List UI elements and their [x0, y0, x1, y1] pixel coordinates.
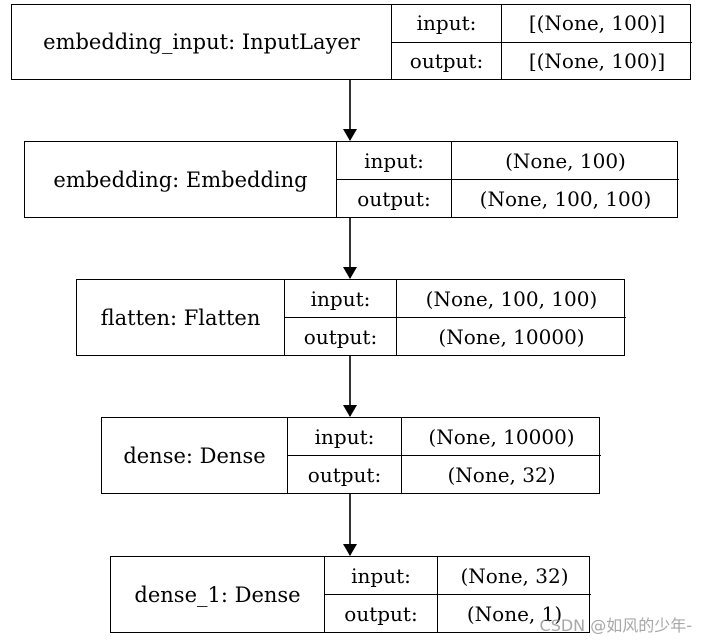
input-value: (None, 32): [438, 557, 591, 595]
output-label: output:: [288, 456, 402, 493]
input-value: [(None, 100)]: [502, 5, 692, 43]
node-dense: dense: Dense input: (None, 10000) output…: [101, 417, 601, 494]
node-flatten: flatten: Flatten input: (None, 100, 100)…: [76, 279, 626, 356]
output-label: output:: [337, 180, 452, 217]
input-value: (None, 100): [452, 142, 679, 180]
input-value: (None, 10000): [402, 418, 601, 456]
node-dense-1: dense_1: Dense input: (None, 32) output:…: [110, 556, 591, 633]
input-label: input:: [288, 418, 402, 456]
output-value: (None, 10000): [438, 324, 585, 349]
node-embedding-input: embedding_input: InputLayer input: [(Non…: [11, 4, 692, 80]
output-value: (None, 100, 100): [479, 186, 652, 211]
node-name: embedding_input: InputLayer: [12, 5, 392, 79]
node-name: embedding: Embedding: [25, 142, 337, 217]
node-name: dense: Dense: [102, 418, 288, 493]
input-value: (None, 100, 100): [397, 280, 626, 318]
input-label: input:: [325, 557, 438, 595]
input-label: input:: [392, 5, 502, 43]
output-value: (None, 32): [447, 462, 556, 487]
output-value: (None, 1): [466, 601, 563, 626]
input-label: input:: [285, 280, 397, 318]
output-label: output:: [285, 318, 397, 355]
node-name: dense_1: Dense: [111, 557, 325, 632]
node-embedding: embedding: Embedding input: (None, 100) …: [24, 141, 679, 218]
output-label: output:: [325, 595, 438, 632]
output-value: [(None, 100)]: [528, 48, 666, 73]
output-label: output:: [392, 42, 502, 79]
input-label: input:: [337, 142, 452, 180]
watermark: CSDN @如风的少年-: [539, 616, 692, 635]
node-name: flatten: Flatten: [77, 280, 285, 355]
